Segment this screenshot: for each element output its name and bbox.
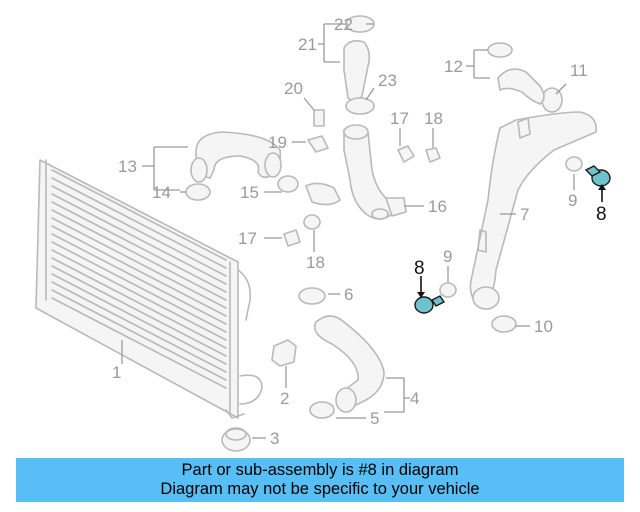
clamp-part-6 [298,287,326,305]
label-20: 20 [284,79,303,98]
info-banner: Part or sub-assembly is #8 in diagram Di… [16,458,624,502]
connector-part-15 [277,175,341,206]
bracket-part-2 [271,339,297,367]
label-10: 10 [534,317,553,336]
seal-part-18-upper [425,147,441,163]
label-22: 22 [334,15,353,34]
label-13: 13 [118,157,137,176]
label-12: 12 [444,57,463,76]
label-11: 11 [570,61,588,80]
label-23: 23 [378,71,397,90]
highlighted-part-8-lower[interactable] [414,295,446,314]
pipe-end-part-7 [472,286,500,310]
label-1: 1 [112,363,121,382]
sensor-part-19 [307,135,329,153]
clamp-part-14 [185,183,211,201]
sensor-part-17-lower [283,229,301,247]
pipe-part-16 [343,124,407,220]
highlighted-part-8-upper[interactable] [584,165,611,187]
clamp-part-10 [491,315,517,333]
seal-part-9-lower [439,282,457,298]
label-6: 6 [344,285,353,304]
hose-part-12 [487,42,545,105]
grommet-part-3 [221,427,251,452]
label-7: 7 [520,205,529,224]
label-9-lower: 9 [443,247,452,266]
clamp-part-5 [309,401,335,419]
label-2: 2 [280,389,289,408]
pipe-part-7 [469,111,597,301]
seal-part-9-upper [565,156,583,172]
label-19: 19 [268,133,287,152]
hose-part-21 [343,40,371,102]
banner-line-2: Diagram may not be specific to your vehi… [160,480,480,498]
label-17-lower: 17 [238,229,257,248]
label-4: 4 [410,389,419,408]
label-15: 15 [240,183,259,202]
clamp-part-23 [345,97,375,115]
label-18-lower: 18 [306,253,325,272]
label-9-upper: 9 [568,191,577,210]
hose-part-4 [313,315,385,413]
label-17-upper: 17 [390,109,409,128]
hose-part-13 [190,131,282,183]
label-18-upper: 18 [424,109,443,128]
sensor-part-17-upper [397,145,415,163]
label-21: 21 [298,35,317,54]
label-16: 16 [428,197,447,216]
label-8-lower: 8 [414,258,425,279]
label-5: 5 [370,409,379,428]
label-3: 3 [270,429,279,448]
bolt-part-20 [313,109,325,127]
seal-part-18-lower [303,214,321,230]
banner-line-1: Part or sub-assembly is #8 in diagram [181,461,459,479]
intercooler-part-1 [35,159,263,419]
label-8-upper: 8 [596,204,607,225]
label-14: 14 [152,183,171,202]
